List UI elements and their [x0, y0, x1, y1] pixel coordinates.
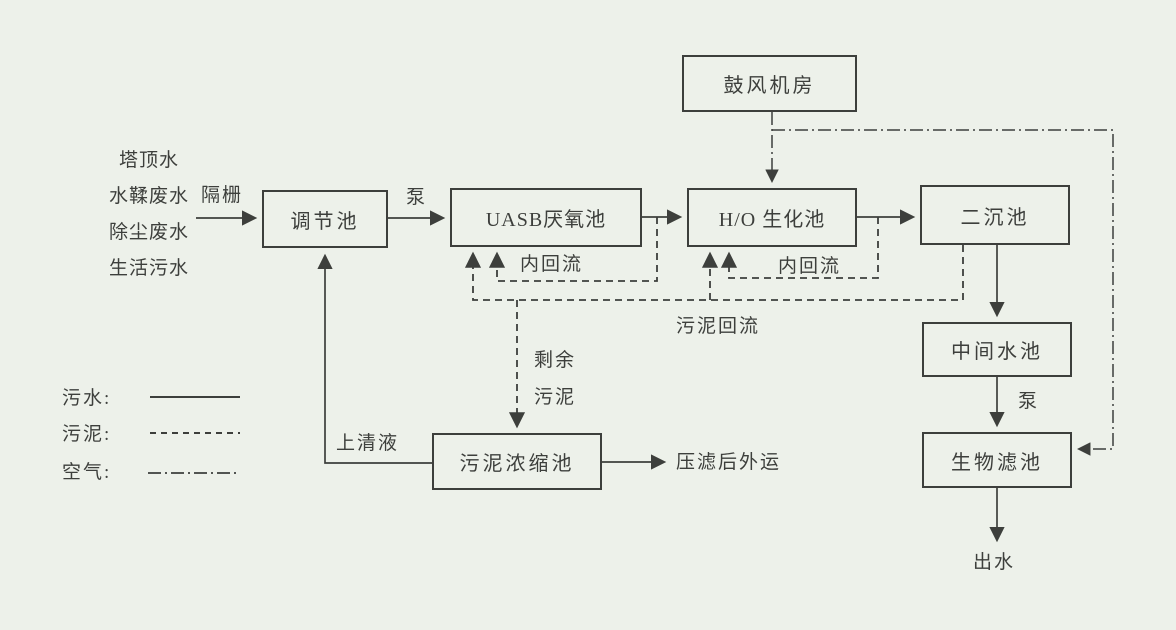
- label-internal-reflux-uasb: 内回流: [520, 254, 584, 275]
- box-biological-filter: 生物滤池: [922, 432, 1072, 488]
- box-regulation-tank: 调节池: [262, 190, 388, 248]
- label-sludge-return: 污泥回流: [676, 316, 761, 337]
- supernatant-return-arrow: [317, 253, 432, 464]
- influent-source: 生活污水: [108, 258, 189, 279]
- box-intermediate-water-tank: 中间水池: [922, 322, 1072, 377]
- label-internal-reflux-ho: 内回流: [778, 256, 842, 277]
- box-sludge-thickening-tank: 污泥浓缩池: [432, 433, 602, 490]
- label-bar-screen: 隔栅: [201, 185, 244, 206]
- air-to-biofilter-line: [772, 129, 1114, 456]
- influent-source: 除尘废水: [108, 222, 189, 243]
- legend-item-sludge: 污泥:: [62, 424, 112, 445]
- influent-source: 水鞣废水: [108, 186, 189, 207]
- label-excess-sludge-line1: 剩余: [534, 350, 577, 371]
- box-secondary-sedimentation-tank: 二沉池: [920, 185, 1070, 245]
- label-pump-2: 泵: [1018, 391, 1040, 412]
- label-press-filter-outbound: 压滤后外运: [676, 452, 782, 473]
- influent-sources: 塔顶水 水鞣废水 除尘废水 生活污水: [88, 143, 210, 287]
- legend-item-air: 空气:: [62, 462, 112, 483]
- box-blower-room: 鼓风机房: [682, 55, 857, 112]
- label-pump-1: 泵: [406, 187, 428, 208]
- label-excess-sludge-line2: 污泥: [534, 387, 577, 408]
- legend-item-wastewater: 污水:: [62, 388, 112, 409]
- label-effluent: 出水: [973, 552, 1016, 573]
- box-ho-biochemical-tank: H/O 生化池: [687, 188, 857, 247]
- label-supernatant: 上清液: [336, 433, 400, 454]
- influent-source: 塔顶水: [118, 150, 179, 171]
- box-uasb-anaerobic-tank: UASB厌氧池: [450, 188, 642, 247]
